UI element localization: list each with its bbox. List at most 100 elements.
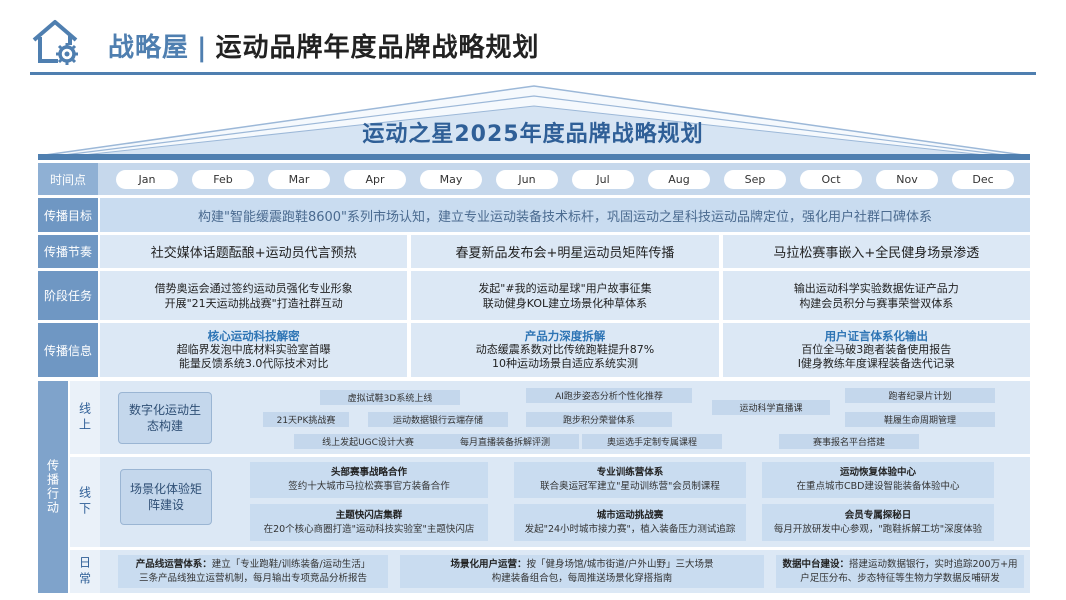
daily-item-title: 产品线运营体系： — [135, 558, 212, 570]
month-pill: Sep — [724, 170, 786, 189]
offline-card: 专业训练营体系 联合奥运冠军建立"星动训练营"会员制课程 — [514, 462, 746, 498]
offline-section: 线下 场景化体验矩阵建设 头部赛事战略合作 签约十大城市马拉松赛事官方装备合作 … — [70, 457, 1030, 547]
offline-card-text: 发起"24小时城市接力赛"，植入装备压力测试追踪 — [524, 523, 736, 535]
daily-item: 场景化用户运营：按「健身场馆/城市街道/户外山野」三大场景 构建装备组合包，每周… — [400, 555, 764, 588]
online-item: AI跑步姿态分析个性化推荐 — [526, 388, 692, 403]
info-line: 超临界发泡中底材料实验室首曝 — [176, 343, 331, 356]
month-pill: Apr — [344, 170, 406, 189]
online-item: 线上发起UGC设计大赛 — [294, 434, 442, 449]
offline-card-text: 每月开放研发中心参观，"跑鞋拆解工坊"深度体验 — [773, 523, 983, 535]
offline-card: 城市运动挑战赛 发起"24小时城市接力赛"，植入装备压力测试追踪 — [514, 504, 746, 541]
online-item: 运动数据银行云端存储 — [368, 412, 508, 427]
offline-card-title: 会员专属探秘日 — [844, 509, 912, 521]
page-header: 战略屋|运动品牌年度品牌战略规划 — [30, 18, 1036, 76]
offline-card-title: 主题快闪店集群 — [335, 509, 403, 521]
offline-card: 头部赛事战略合作 签约十大城市马拉松赛事官方装备合作 — [250, 462, 488, 498]
online-label: 线上 — [70, 381, 100, 454]
daily-section: 日常 产品线运营体系：建立「专业跑鞋/训练装备/运动生活」 三条产品线独立运营机… — [70, 550, 1030, 593]
offline-card-title: 头部赛事战略合作 — [330, 467, 407, 478]
rhythm-phase: 马拉松赛事嵌入+全民健身场景渗透 — [722, 235, 1030, 268]
info-heading: 产品力深度拆解 — [524, 329, 606, 343]
task-line: 借势奥运会通过签约运动员强化专业形象 — [154, 281, 353, 295]
offline-card-text: 在20个核心商圈打造"运动科技实验室"主题快闪店 — [263, 523, 475, 535]
offline-card: 主题快闪店集群 在20个核心商圈打造"运动科技实验室"主题快闪店 — [250, 504, 488, 541]
month-pill: Mar — [268, 170, 330, 189]
daily-item: 数据中台建设：搭建运动数据银行，实时追踪200万+用 户足压分布、步态特征等生物… — [776, 555, 1024, 588]
info-phase: 用户证言体系化输出 百位全马破3跑者装备使用报告 I健身教练年度课程装备迭代记录 — [722, 323, 1030, 377]
info-line: 10种运动场景自适应系统实测 — [491, 357, 638, 370]
section-name: 战略屋 — [108, 33, 190, 63]
online-item: 运动科学直播课 — [712, 400, 830, 415]
offline-card-title: 运动恢复体验中心 — [839, 467, 916, 478]
timeline-row: 时间点 Jan Feb Mar Apr May Jun Jul Aug Sep … — [38, 163, 1030, 195]
rhythm-label: 传播节奏 — [38, 235, 98, 268]
action-label: 传播行动 — [38, 381, 68, 593]
month-pill: Aug — [648, 170, 710, 189]
offline-card: 会员专属探秘日 每月开放研发中心参观，"跑鞋拆解工坊"深度体验 — [762, 504, 994, 541]
daily-item-text: 户足压分布、步态特征等生物力学数据反哺研发 — [800, 572, 1000, 584]
info-heading: 核心运动科技解密 — [207, 329, 300, 343]
task-line: 构建会员积分与赛事荣誉双体系 — [799, 296, 954, 310]
month-pill: Jun — [496, 170, 558, 189]
info-label: 传播信息 — [38, 323, 98, 377]
month-pill: Feb — [192, 170, 254, 189]
offline-card-title: 城市运动挑战赛 — [596, 509, 664, 521]
house-gear-icon — [32, 20, 78, 65]
task-line: 开展"21天运动挑战赛"打造社群互动 — [164, 296, 343, 310]
daily-item-title: 数据中台建设： — [782, 558, 849, 570]
task-line: 输出运动科学实验数据佐证产品力 — [793, 281, 959, 295]
task-label: 阶段任务 — [38, 271, 98, 320]
month-pill: Nov — [876, 170, 938, 189]
month-pill: Dec — [952, 170, 1014, 189]
goal-row: 传播目标 构建"智能缓震跑鞋8600"系列市场认知，建立专业运动装备技术标杆，巩… — [38, 198, 1030, 232]
info-line: I健身教练年度课程装备迭代记录 — [797, 357, 955, 370]
daily-item-text: 三条产品线独立运营机制，每月输出专项竞品分析报告 — [138, 572, 367, 584]
info-row: 传播信息 核心运动科技解密 超临界发泡中底材料实验室首曝 能量反馈系统3.0代际… — [38, 323, 1030, 377]
daily-item-text: 搭建运动数据银行，实时追踪200万+用 — [848, 558, 1018, 570]
task-phase: 输出运动科学实验数据佐证产品力 构建会员积分与赛事荣誉双体系 — [722, 271, 1030, 320]
offline-card-text: 联合奥运冠军建立"星动训练营"会员制课程 — [540, 481, 720, 492]
goal-label: 传播目标 — [38, 198, 98, 232]
offline-card-text: 签约十大城市马拉松赛事官方装备合作 — [288, 481, 450, 492]
goal-text: 构建"智能缓震跑鞋8600"系列市场认知，建立专业运动装备技术标杆，巩固运动之星… — [100, 198, 1030, 232]
online-item: 赛事报名平台搭建 — [779, 434, 919, 449]
month-list: Jan Feb Mar Apr May Jun Jul Aug Sep Oct … — [116, 170, 1014, 189]
online-item: 跑步积分荣誉体系 — [526, 412, 672, 427]
task-line: 发起"#我的运动星球"用户故事征集 — [478, 281, 652, 295]
header-divider — [30, 72, 1036, 75]
online-item: 鞋履生命周期管理 — [845, 412, 995, 427]
roof-title: 运动之星2025年度品牌战略规划 — [362, 122, 704, 147]
task-phase: 借势奥运会通过签约运动员强化专业形象 开展"21天运动挑战赛"打造社群互动 — [100, 271, 408, 320]
online-category: 数字化运动生态构建 — [118, 392, 212, 444]
task-phase: 发起"#我的运动星球"用户故事征集 联动健身KOL建立场景化种草体系 — [411, 271, 719, 320]
offline-category: 场景化体验矩阵建设 — [120, 469, 212, 525]
info-line: 动态缓震系数对比传统跑鞋提升87% — [475, 343, 655, 356]
page-title: 战略屋|运动品牌年度品牌战略规划 — [108, 27, 540, 64]
title-text: 运动品牌年度品牌战略规划 — [215, 33, 540, 63]
info-line: 能量反馈系统3.0代际技术对比 — [178, 357, 329, 370]
daily-item-text: 构建装备组合包，每周推送场景化穿搭指南 — [491, 572, 673, 584]
month-pill: Jan — [116, 170, 178, 189]
online-section: 线上 数字化运动生态构建 虚拟试鞋3D系统上线 AI跑步姿态分析个性化推荐 跑者… — [70, 381, 1030, 454]
title-separator: | — [197, 33, 208, 63]
offline-card: 运动恢复体验中心 在重点城市CBD建设智能装备体验中心 — [762, 462, 994, 498]
month-pill: Oct — [800, 170, 862, 189]
daily-item-title: 场景化用户运营： — [450, 558, 527, 570]
online-item: 每月直播装备拆解评测 — [431, 434, 579, 449]
info-line: 百位全马破3跑者装备使用报告 — [801, 343, 952, 356]
daily-item: 产品线运营体系：建立「专业跑鞋/训练装备/运动生活」 三条产品线独立运营机制，每… — [118, 555, 388, 588]
daily-label: 日常 — [70, 550, 100, 593]
online-item: 奥运选手定制专属课程 — [582, 434, 722, 449]
task-line: 联动健身KOL建立场景化种草体系 — [482, 296, 648, 310]
offline-card-text: 在重点城市CBD建设智能装备体验中心 — [796, 481, 960, 492]
offline-label: 线下 — [70, 457, 100, 547]
daily-item-text: 按「健身场馆/城市街道/户外山野」三大场景 — [526, 558, 714, 570]
info-phase: 核心运动科技解密 超临界发泡中底材料实验室首曝 能量反馈系统3.0代际技术对比 — [100, 323, 408, 377]
task-row: 阶段任务 借势奥运会通过签约运动员强化专业形象 开展"21天运动挑战赛"打造社群… — [38, 271, 1030, 320]
month-pill: May — [420, 170, 482, 189]
rhythm-phase: 春夏新品发布会+明星运动员矩阵传播 — [411, 235, 719, 268]
month-pill: Jul — [572, 170, 634, 189]
online-item: 虚拟试鞋3D系统上线 — [320, 390, 460, 405]
rhythm-row: 传播节奏 社交媒体话题酝酿+运动员代言预热 春夏新品发布会+明星运动员矩阵传播 … — [38, 235, 1030, 268]
action-block: 传播行动 线上 数字化运动生态构建 虚拟试鞋3D系统上线 AI跑步姿态分析个性化… — [38, 381, 1030, 593]
